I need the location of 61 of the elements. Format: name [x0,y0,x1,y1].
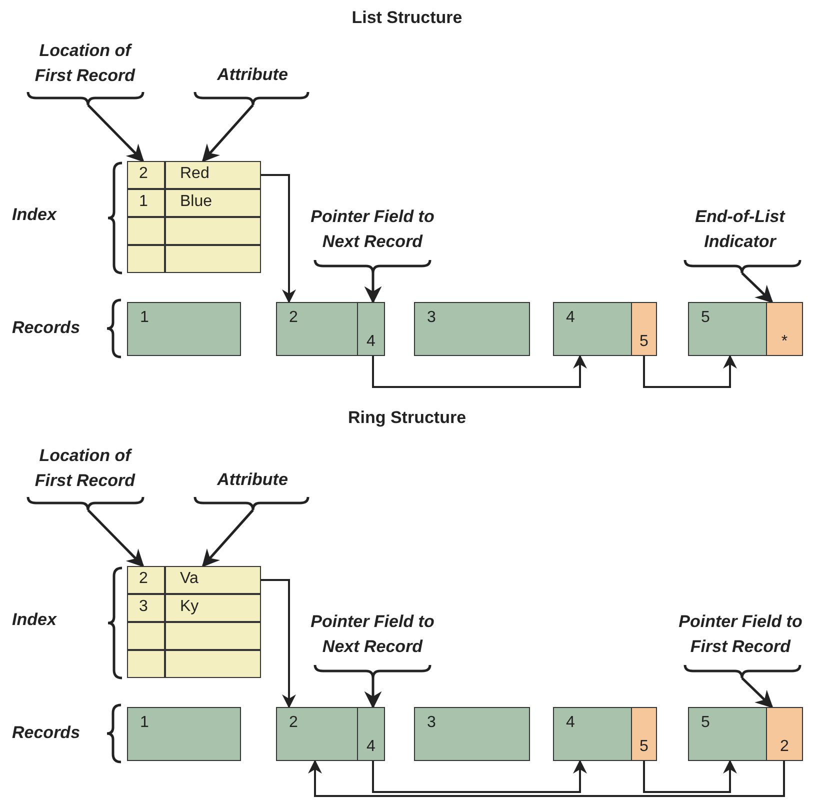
record-box: 4 5 [553,707,657,761]
callout-text: End-of-List Indicator [670,204,810,256]
brace-arrow [26,496,144,568]
table-cell [165,650,261,678]
record-box: 1 [127,302,241,356]
arrow [372,354,587,388]
pointer-field: 2 [766,707,803,761]
brace-arrow [684,664,802,708]
record-box: 4 5 [553,302,657,356]
arrow [643,760,737,793]
pointer-field: 5 [631,302,657,356]
callout-text: Pointer Field to Next Record [290,609,455,661]
callout-text: Attribute [195,467,310,493]
table-cell [165,217,261,245]
table-cell: 3 [127,594,165,622]
record-box: 2 4 [276,302,385,356]
callout-text: Location of First Record [20,38,150,88]
record-box: 5 * [688,302,803,356]
table-cell [127,217,165,245]
index-table [127,566,261,678]
pointer-field: 5 [631,707,657,761]
table-cell [127,650,165,678]
table-cell: 1 [127,189,165,217]
brace-arrow [684,258,802,304]
arrow [261,174,296,304]
table-cell: Va [165,566,261,594]
table-cell: Ky [165,594,261,622]
table-cell: 2 [127,161,165,189]
brace-arrow [194,496,310,568]
arrow [372,760,587,793]
brace-arrow [194,90,310,162]
callout-text: Pointer Field to First Record [668,609,813,661]
table-cell: 2 [127,566,165,594]
arrow [261,579,296,708]
record-box: 3 [414,707,530,761]
callout-text: Attribute [195,62,310,88]
record-box: 5 2 [688,707,803,761]
table-cell [127,245,165,273]
pointer-field: * [766,302,803,356]
brace-arrow [314,664,432,709]
index-table [127,161,261,273]
section-title: Ring Structure [348,408,466,428]
record-box: 3 [414,302,530,356]
section-title: List Structure [352,8,462,28]
table-cell [165,245,261,273]
brace-arrow [26,90,144,162]
arrow [308,760,785,797]
table-cell: Blue [165,189,261,217]
callout-text: Location of First Record [20,443,150,493]
callout-text: Pointer Field to Next Record [290,204,455,256]
arrow [643,354,737,388]
row-label: Records [12,723,80,743]
row-label: Records [12,318,80,338]
table-cell: Red [165,161,261,189]
record-box: 2 4 [276,707,385,761]
brace-arrow [314,258,432,304]
row-label: Index [12,610,56,630]
table-cell [165,622,261,650]
record-box: 1 [127,707,241,761]
table-cell [127,622,165,650]
row-label: Index [12,205,56,225]
